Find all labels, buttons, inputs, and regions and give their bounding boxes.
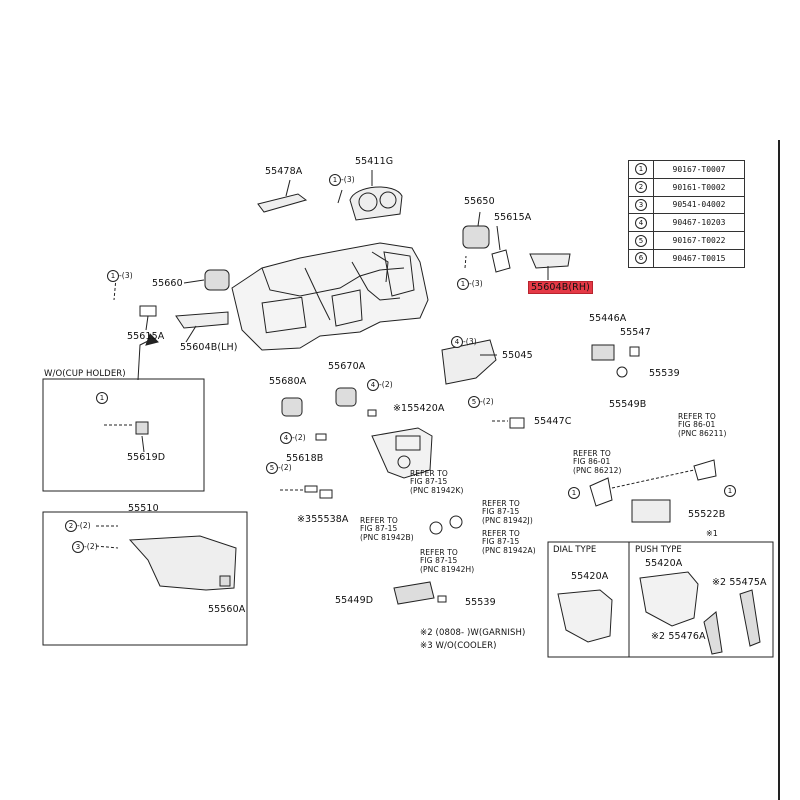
part-label-55510[interactable]: 55510 <box>128 503 159 514</box>
part-label-55420A-push[interactable]: 55420A <box>645 558 683 569</box>
note2: ※2 (0808- )W(GARNISH) <box>420 628 526 638</box>
part-label-55045[interactable]: 55045 <box>502 350 533 361</box>
part-label-55604B-RH-highlighted[interactable]: 55604B(RH) <box>528 281 593 294</box>
part-label-55476A[interactable]: ※2 55476A <box>651 631 706 642</box>
refer-note-86212[interactable]: REFER TO FIG 86-01 (PNC 86212) <box>573 449 622 475</box>
part-number-cell: 90161-T0002 <box>653 177 745 197</box>
part-label-55420A-main[interactable]: ※155420A <box>393 403 445 414</box>
part-label-55478A[interactable]: 55478A <box>265 166 303 177</box>
refer-note-81942J[interactable]: REFER TO FIG 87-15 (PNC 81942J) <box>482 499 533 525</box>
push-type-caption: PUSH TYPE <box>635 545 682 555</box>
part-label-55560A[interactable]: 55560A <box>208 604 246 615</box>
callout-circle: 1 <box>329 174 341 186</box>
callout-qty: -(3) <box>341 175 355 184</box>
callout-circle: 4 <box>367 379 379 391</box>
part-label-55420A-dial[interactable]: 55420A <box>571 571 609 582</box>
refer-note-86211[interactable]: REFER TO FIG 86-01 (PNC 86211) <box>678 412 727 438</box>
callout-qty: -(3) <box>469 279 483 288</box>
part-label-55604B-LH[interactable]: 55604B(LH) <box>180 342 238 353</box>
part-number-cell: 90167-T0007 <box>653 160 745 179</box>
callout-circle: 3 <box>72 541 84 553</box>
note3: ※3 W/O(COOLER) <box>420 641 497 651</box>
callout-qty: -(3) <box>119 271 133 280</box>
refer-note-81942K[interactable]: REFER TO FIG 87-15 (PNC 81942K) <box>410 469 464 495</box>
row-number: 2 <box>635 181 647 194</box>
callout-qty: -(3) <box>463 337 477 346</box>
part-label-55650[interactable]: 55650 <box>464 196 495 207</box>
callout-qty: -(2) <box>480 397 494 406</box>
callout-qty: -(2) <box>278 463 292 472</box>
callout-circle: 2 <box>65 520 77 532</box>
part-label-55411G[interactable]: 55411G <box>355 156 394 167</box>
part-label-55539-bottom[interactable]: 55539 <box>465 597 496 608</box>
part-label-55615A-left[interactable]: 55615A <box>127 331 165 342</box>
part-label-55538A[interactable]: ※355538A <box>297 514 349 525</box>
table-row: 2 90161-T0002 <box>628 177 745 197</box>
refer-note-81942H[interactable]: REFER TO FIG 87-15 (PNC 81942H) <box>420 548 475 574</box>
part-label-55670A[interactable]: 55670A <box>328 361 366 372</box>
callout-circle: 1 <box>724 485 736 497</box>
table-row: 4 90467-10203 <box>628 213 745 233</box>
part-label-55680A[interactable]: 55680A <box>269 376 307 387</box>
table-row: 1 90167-T0007 <box>628 160 745 179</box>
table-row: 5 90167-T0022 <box>628 231 745 250</box>
row-number: 5 <box>635 234 647 247</box>
part-label-55539-right[interactable]: 55539 <box>649 368 680 379</box>
row-number: 4 <box>635 216 647 229</box>
refer-note-81942A[interactable]: REFER TO FIG 87-15 (PNC 81942A) <box>482 529 536 555</box>
callout-qty: -(2) <box>292 433 306 442</box>
part-label-55618B[interactable]: 55618B <box>286 453 324 464</box>
dial-type-caption: DIAL TYPE <box>553 545 597 555</box>
callout-circle: 4 <box>451 336 463 348</box>
note1-mark: ※1 <box>706 529 718 538</box>
callout-circle: 5 <box>468 396 480 408</box>
callout-circle: 1 <box>96 392 108 404</box>
refer-note-81942B[interactable]: REFER TO FIG 87-15 (PNC 81942B) <box>360 516 414 542</box>
callout-circle: 1 <box>568 487 580 499</box>
part-number-cell: 90467-T0015 <box>653 248 745 268</box>
part-label-55547[interactable]: 55547 <box>620 327 651 338</box>
part-label-55447C[interactable]: 55447C <box>534 416 572 427</box>
table-row: 3 90541-04002 <box>628 195 745 215</box>
callout-circle: 4 <box>280 432 292 444</box>
part-label-55449D[interactable]: 55449D <box>335 595 374 606</box>
callout-qty: -(2) <box>84 542 98 551</box>
callout-circle: 1 <box>107 270 119 282</box>
part-label-55615A-right[interactable]: 55615A <box>494 212 532 223</box>
row-number: 6 <box>635 252 647 265</box>
part-label-55619D[interactable]: 55619D <box>127 452 166 463</box>
callout-circle: 1 <box>457 278 469 290</box>
part-number-cell: 90541-04002 <box>653 195 745 215</box>
part-label-55522B[interactable]: 55522B <box>688 509 726 520</box>
part-number-cell: 90467-10203 <box>653 213 745 233</box>
part-label-55549B[interactable]: 55549B <box>609 399 647 410</box>
callout-circle: 5 <box>266 462 278 474</box>
row-number: 3 <box>635 198 647 211</box>
part-label-55446A[interactable]: 55446A <box>589 313 627 324</box>
table-row: 6 90467-T0015 <box>628 248 745 268</box>
wo-cup-holder-caption: W/O(CUP HOLDER) <box>44 369 126 379</box>
row-number: 1 <box>635 163 647 176</box>
part-number-cell: 90167-T0022 <box>653 231 745 250</box>
part-label-55475A[interactable]: ※2 55475A <box>712 577 767 588</box>
part-number-table: 1 90167-T0007 2 90161-T0002 3 90541-0400… <box>628 160 745 268</box>
part-label-55660[interactable]: 55660 <box>152 278 183 289</box>
callout-qty: -(2) <box>77 521 91 530</box>
callout-qty: -(2) <box>379 380 393 389</box>
